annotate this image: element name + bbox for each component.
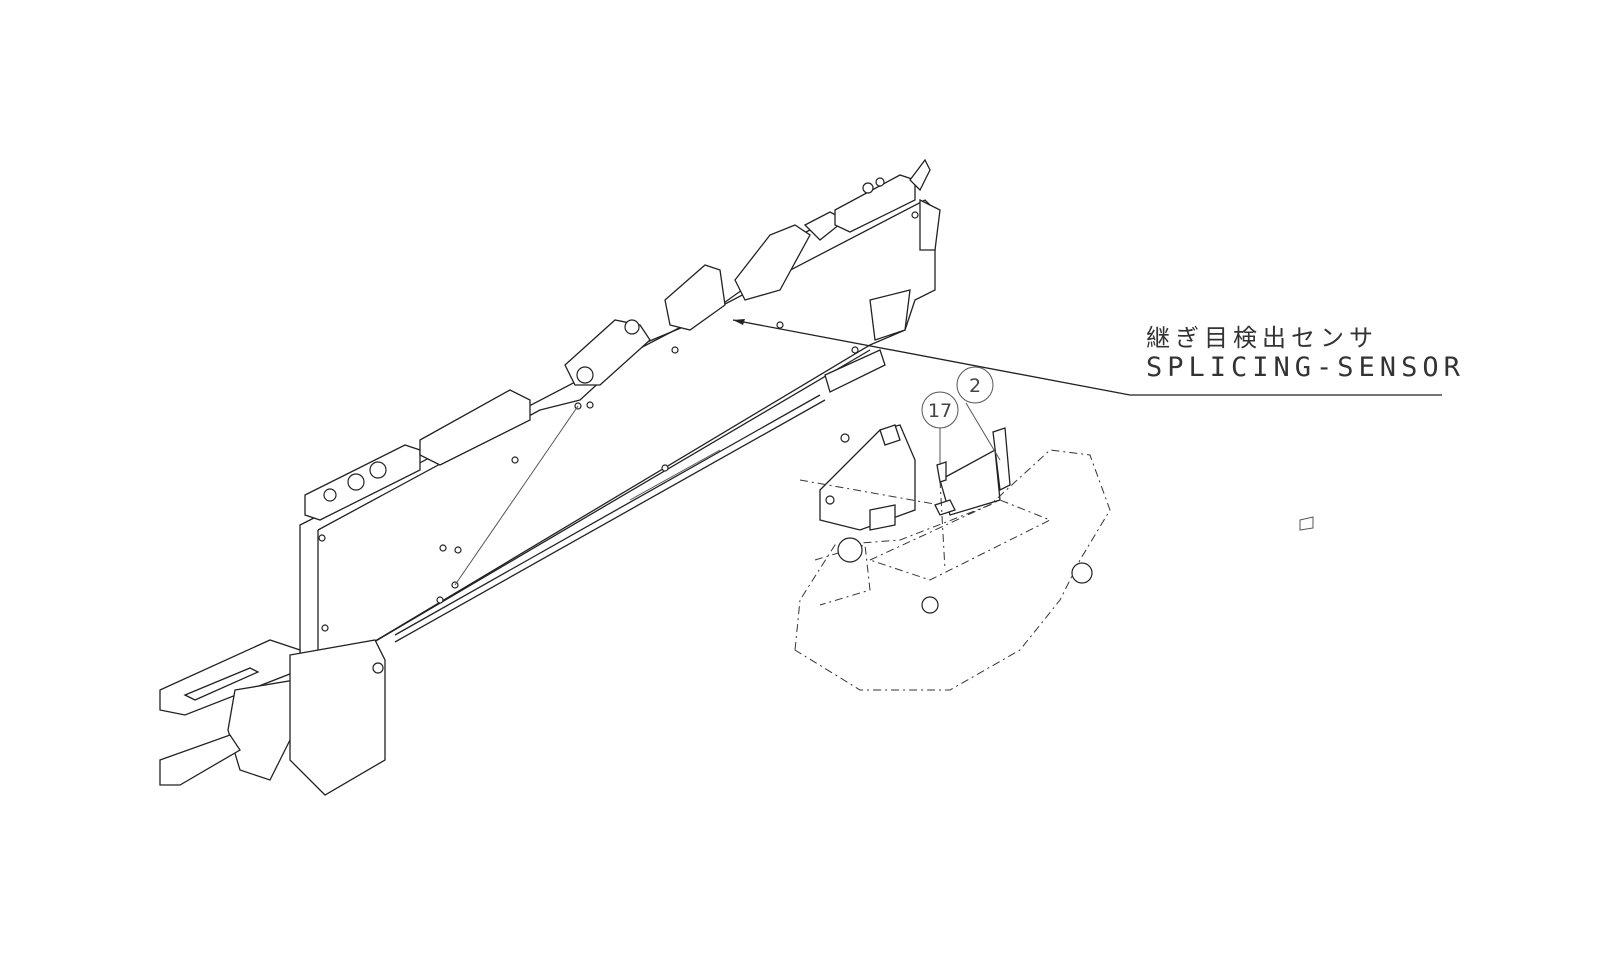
part-number-2: 2 — [969, 375, 981, 397]
screw-holes — [318, 211, 919, 632]
callout-leader: 17 2 — [732, 319, 1442, 465]
sensor-parts — [794, 424, 1314, 691]
part-2-balloon — [956, 366, 994, 404]
feeder-assembly — [159, 158, 941, 796]
part-number-17: 17 — [928, 400, 952, 422]
callout-label-japanese: 継ぎ目検出センサ — [1146, 324, 1378, 352]
callout-label-english: SPLICING-SENSOR — [1146, 352, 1465, 383]
